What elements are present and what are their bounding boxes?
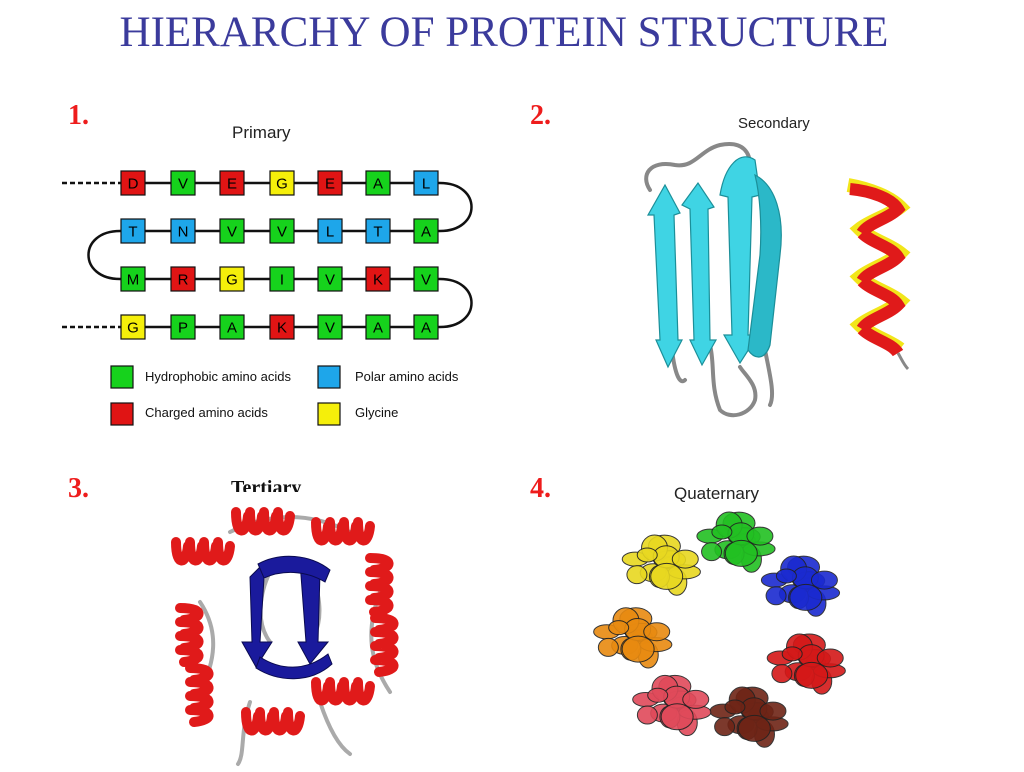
protein-subunit: [593, 607, 673, 669]
protein-subunit: [766, 633, 846, 695]
amino-acid-box: D: [120, 170, 146, 196]
amino-acid-box: V: [269, 218, 295, 244]
primary-sequence-diagram: D V E G E A L T N V V L T A M R G I V K V G P A K V A A: [62, 170, 473, 340]
legend-swatch-hydrophobic: [110, 365, 134, 389]
amino-acid-letter: A: [227, 320, 237, 337]
amino-acid-letter: T: [373, 224, 382, 241]
secondary-label: Secondary: [738, 115, 810, 132]
quaternary-structure-icon: [593, 511, 846, 748]
alpha-helix-segment: [311, 517, 375, 546]
amino-acid-letter: T: [128, 224, 137, 241]
amino-acid-letter: E: [325, 176, 335, 193]
legend-label-glycine: Glycine: [355, 405, 399, 420]
protein-subunit: [632, 674, 712, 737]
amino-acid-box: V: [317, 266, 343, 292]
amino-acid-box: K: [365, 266, 391, 292]
panel-number-tertiary: 3.: [68, 473, 89, 504]
legend-label-charged: Charged amino acids: [145, 405, 268, 420]
alpha-helix-segment: [175, 603, 204, 667]
panel-number-primary: 1.: [68, 100, 89, 131]
amino-acid-box: I: [269, 266, 295, 292]
protein-subunit: [709, 686, 789, 748]
amino-acid-box: G: [269, 170, 295, 196]
amino-acid-box: K: [269, 314, 295, 340]
amino-acid-box: V: [317, 314, 343, 340]
amino-acid-box: A: [413, 218, 439, 244]
primary-label: Primary: [232, 123, 291, 142]
amino-acid-letter: K: [277, 320, 287, 337]
legend-swatch-polar: [317, 365, 341, 389]
legend-label-hydrophobic: Hydrophobic amino acids: [145, 369, 291, 384]
amino-acid-letter: L: [326, 224, 334, 241]
amino-acid-letter: N: [178, 224, 189, 241]
amino-acid-letter: R: [178, 272, 189, 289]
amino-acid-box: A: [219, 314, 245, 340]
amino-acid-letter: V: [178, 176, 188, 193]
beta-sheet-icon: [644, 142, 782, 418]
amino-acid-letter: M: [127, 272, 140, 289]
amino-acid-box: L: [413, 170, 439, 196]
protein-subunit: [696, 511, 776, 573]
protein-subunit: [621, 534, 701, 596]
amino-acid-letter: D: [128, 176, 139, 193]
amino-acid-box: N: [170, 218, 196, 244]
amino-acid-box: T: [120, 218, 146, 244]
amino-acid-letter: L: [422, 176, 430, 193]
alpha-helix-icon: [846, 178, 911, 371]
amino-acid-box: L: [317, 218, 343, 244]
amino-acid-box: P: [170, 314, 196, 340]
alpha-helix-segment: [311, 677, 375, 706]
amino-acid-letter: P: [178, 320, 188, 337]
amino-acid-box: G: [120, 314, 146, 340]
amino-acid-grid: D V E G E A L T N V V L T A M R G I V K V G P A K V A A: [120, 170, 439, 340]
tertiary-structure-icon: [160, 492, 430, 768]
alpha-helix-segment: [241, 707, 305, 736]
amino-acid-letter: G: [127, 320, 139, 337]
alpha-helix-segment: [185, 663, 214, 727]
panel-number-secondary: 2.: [530, 100, 551, 131]
amino-acid-letter: I: [280, 272, 284, 289]
panel-number-quaternary: 4.: [530, 473, 551, 504]
amino-acid-letter: V: [325, 320, 335, 337]
amino-acid-letter: G: [276, 176, 288, 193]
amino-acid-box: A: [365, 170, 391, 196]
alpha-helix-segment: [231, 507, 295, 536]
page-title: HIERARCHY OF PROTEIN STRUCTURE: [119, 9, 889, 56]
amino-acid-letter: A: [373, 176, 383, 193]
amino-acid-letter: A: [421, 224, 431, 241]
amino-acid-letter: K: [373, 272, 383, 289]
amino-acid-letter: V: [227, 224, 237, 241]
amino-acid-box: E: [317, 170, 343, 196]
amino-acid-box: V: [219, 218, 245, 244]
amino-acid-letter: V: [421, 272, 431, 289]
alpha-helix-segment: [171, 537, 235, 566]
legend-label-polar: Polar amino acids: [355, 369, 459, 384]
amino-acid-box: V: [413, 266, 439, 292]
backbone: [62, 181, 473, 329]
protein-subunit: [760, 555, 841, 617]
amino-acid-box: T: [365, 218, 391, 244]
amino-acid-box: M: [120, 266, 146, 292]
amino-acid-box: E: [219, 170, 245, 196]
amino-acid-letter: E: [227, 176, 237, 193]
amino-acid-box: R: [170, 266, 196, 292]
amino-acid-box: A: [413, 314, 439, 340]
amino-acid-box: A: [365, 314, 391, 340]
alpha-helix-segment: [370, 613, 399, 677]
amino-acid-letter: V: [277, 224, 287, 241]
legend-swatch-charged: [110, 402, 134, 426]
alpha-helix-segment: [365, 553, 394, 617]
legend-swatch-glycine: [317, 402, 341, 426]
amino-acid-box: V: [170, 170, 196, 196]
amino-acid-letter: G: [226, 272, 238, 289]
amino-acid-letter: A: [421, 320, 431, 337]
amino-acid-letter: A: [373, 320, 383, 337]
quaternary-label: Quaternary: [674, 484, 760, 503]
amino-acid-box: G: [219, 266, 245, 292]
amino-acid-letter: V: [325, 272, 335, 289]
